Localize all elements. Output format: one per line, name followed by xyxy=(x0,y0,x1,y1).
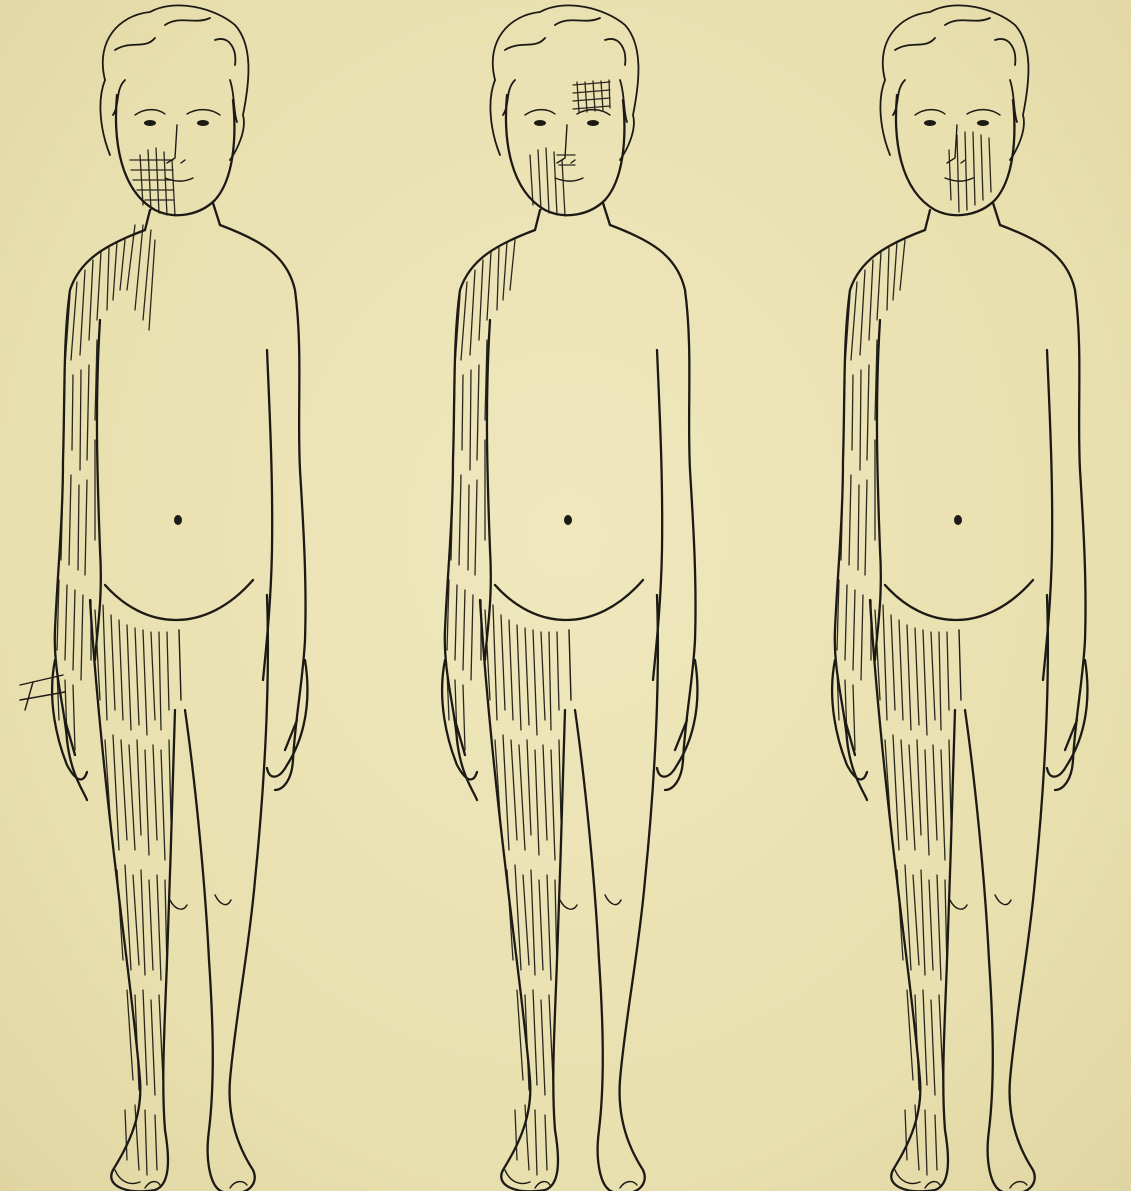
figure-left xyxy=(20,5,307,1191)
leg-hatching xyxy=(95,605,171,1175)
leg-hatching xyxy=(875,605,951,1175)
figure-outline xyxy=(442,5,697,1191)
face-hatching xyxy=(140,148,175,216)
figure-middle xyxy=(442,5,697,1191)
figure-outline xyxy=(52,5,307,1191)
figure-outline xyxy=(832,5,1087,1191)
figure-right xyxy=(832,5,1087,1191)
face-hatching xyxy=(530,148,565,216)
leg-hatching xyxy=(485,605,561,1175)
eye-crosshatch xyxy=(573,80,610,112)
